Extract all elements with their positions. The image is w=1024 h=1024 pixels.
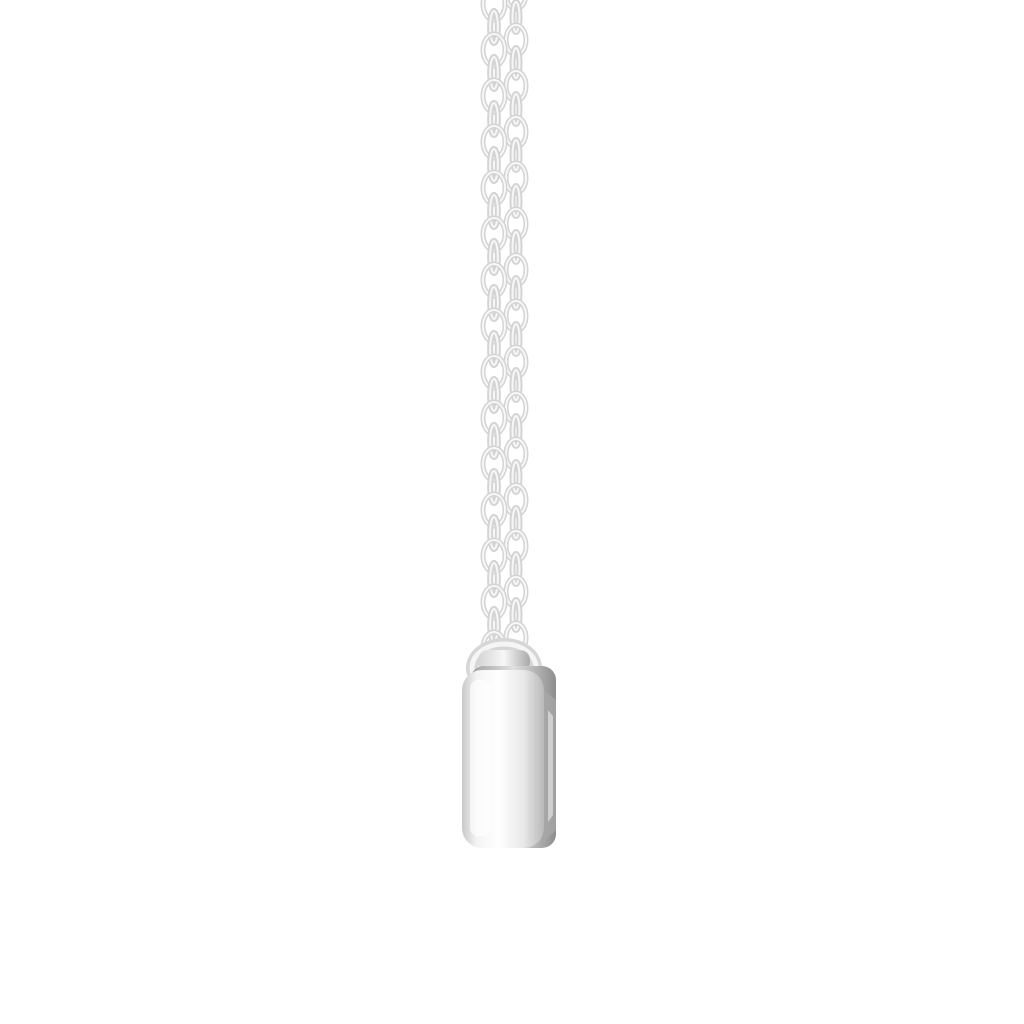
chain-link-highlight — [511, 231, 521, 263]
chain-link-highlight — [511, 369, 521, 401]
chain-link-highlight — [511, 323, 521, 355]
chain-link-highlight — [489, 102, 499, 136]
chain-link-highlight — [511, 139, 521, 171]
chain-link-highlight — [482, 355, 506, 389]
chain-link-highlight — [489, 286, 499, 320]
chain-link-highlight — [482, 79, 506, 113]
chain-link-highlight — [482, 217, 506, 251]
chain-link-highlight — [482, 539, 506, 573]
chain-link-highlight — [511, 185, 521, 217]
chain-link-highlight — [482, 493, 506, 527]
chain-link-highlight — [489, 194, 499, 228]
chain-link-highlight — [511, 93, 521, 125]
chain-link-highlight — [511, 553, 521, 585]
chain-link-highlight — [489, 378, 499, 412]
chain-link-highlight — [482, 125, 506, 159]
chain-link-highlight — [511, 1, 521, 33]
chain-link-highlight — [482, 33, 506, 67]
chain-link-highlight — [511, 277, 521, 309]
chain-link-highlight — [489, 240, 499, 274]
chain-link-highlight — [489, 332, 499, 366]
chain-link-highlight — [511, 507, 521, 539]
chain-link-highlight — [511, 599, 521, 631]
chain-strand-back — [503, 0, 529, 656]
chain-link-highlight — [482, 309, 506, 343]
chain-link-highlight — [482, 171, 506, 205]
chain-link-highlight — [511, 47, 521, 79]
chain-link-highlight — [489, 470, 499, 504]
chain-link-highlight — [489, 148, 499, 182]
pendant-body — [462, 666, 556, 848]
chain-link-highlight — [489, 56, 499, 90]
chain-link-highlight — [489, 516, 499, 550]
chain-link-highlight — [489, 424, 499, 458]
chain-link-highlight — [482, 585, 506, 619]
chain-link-highlight — [482, 0, 506, 21]
chain-link-highlight — [482, 263, 506, 297]
chain-link-highlight — [489, 10, 499, 44]
chain-link-highlight — [511, 415, 521, 447]
chain-link-highlight — [482, 401, 506, 435]
chain-link-highlight — [511, 461, 521, 493]
chain-link-highlight — [482, 447, 506, 481]
chain-link-highlight — [489, 562, 499, 596]
chain-strand-front — [480, 0, 508, 667]
